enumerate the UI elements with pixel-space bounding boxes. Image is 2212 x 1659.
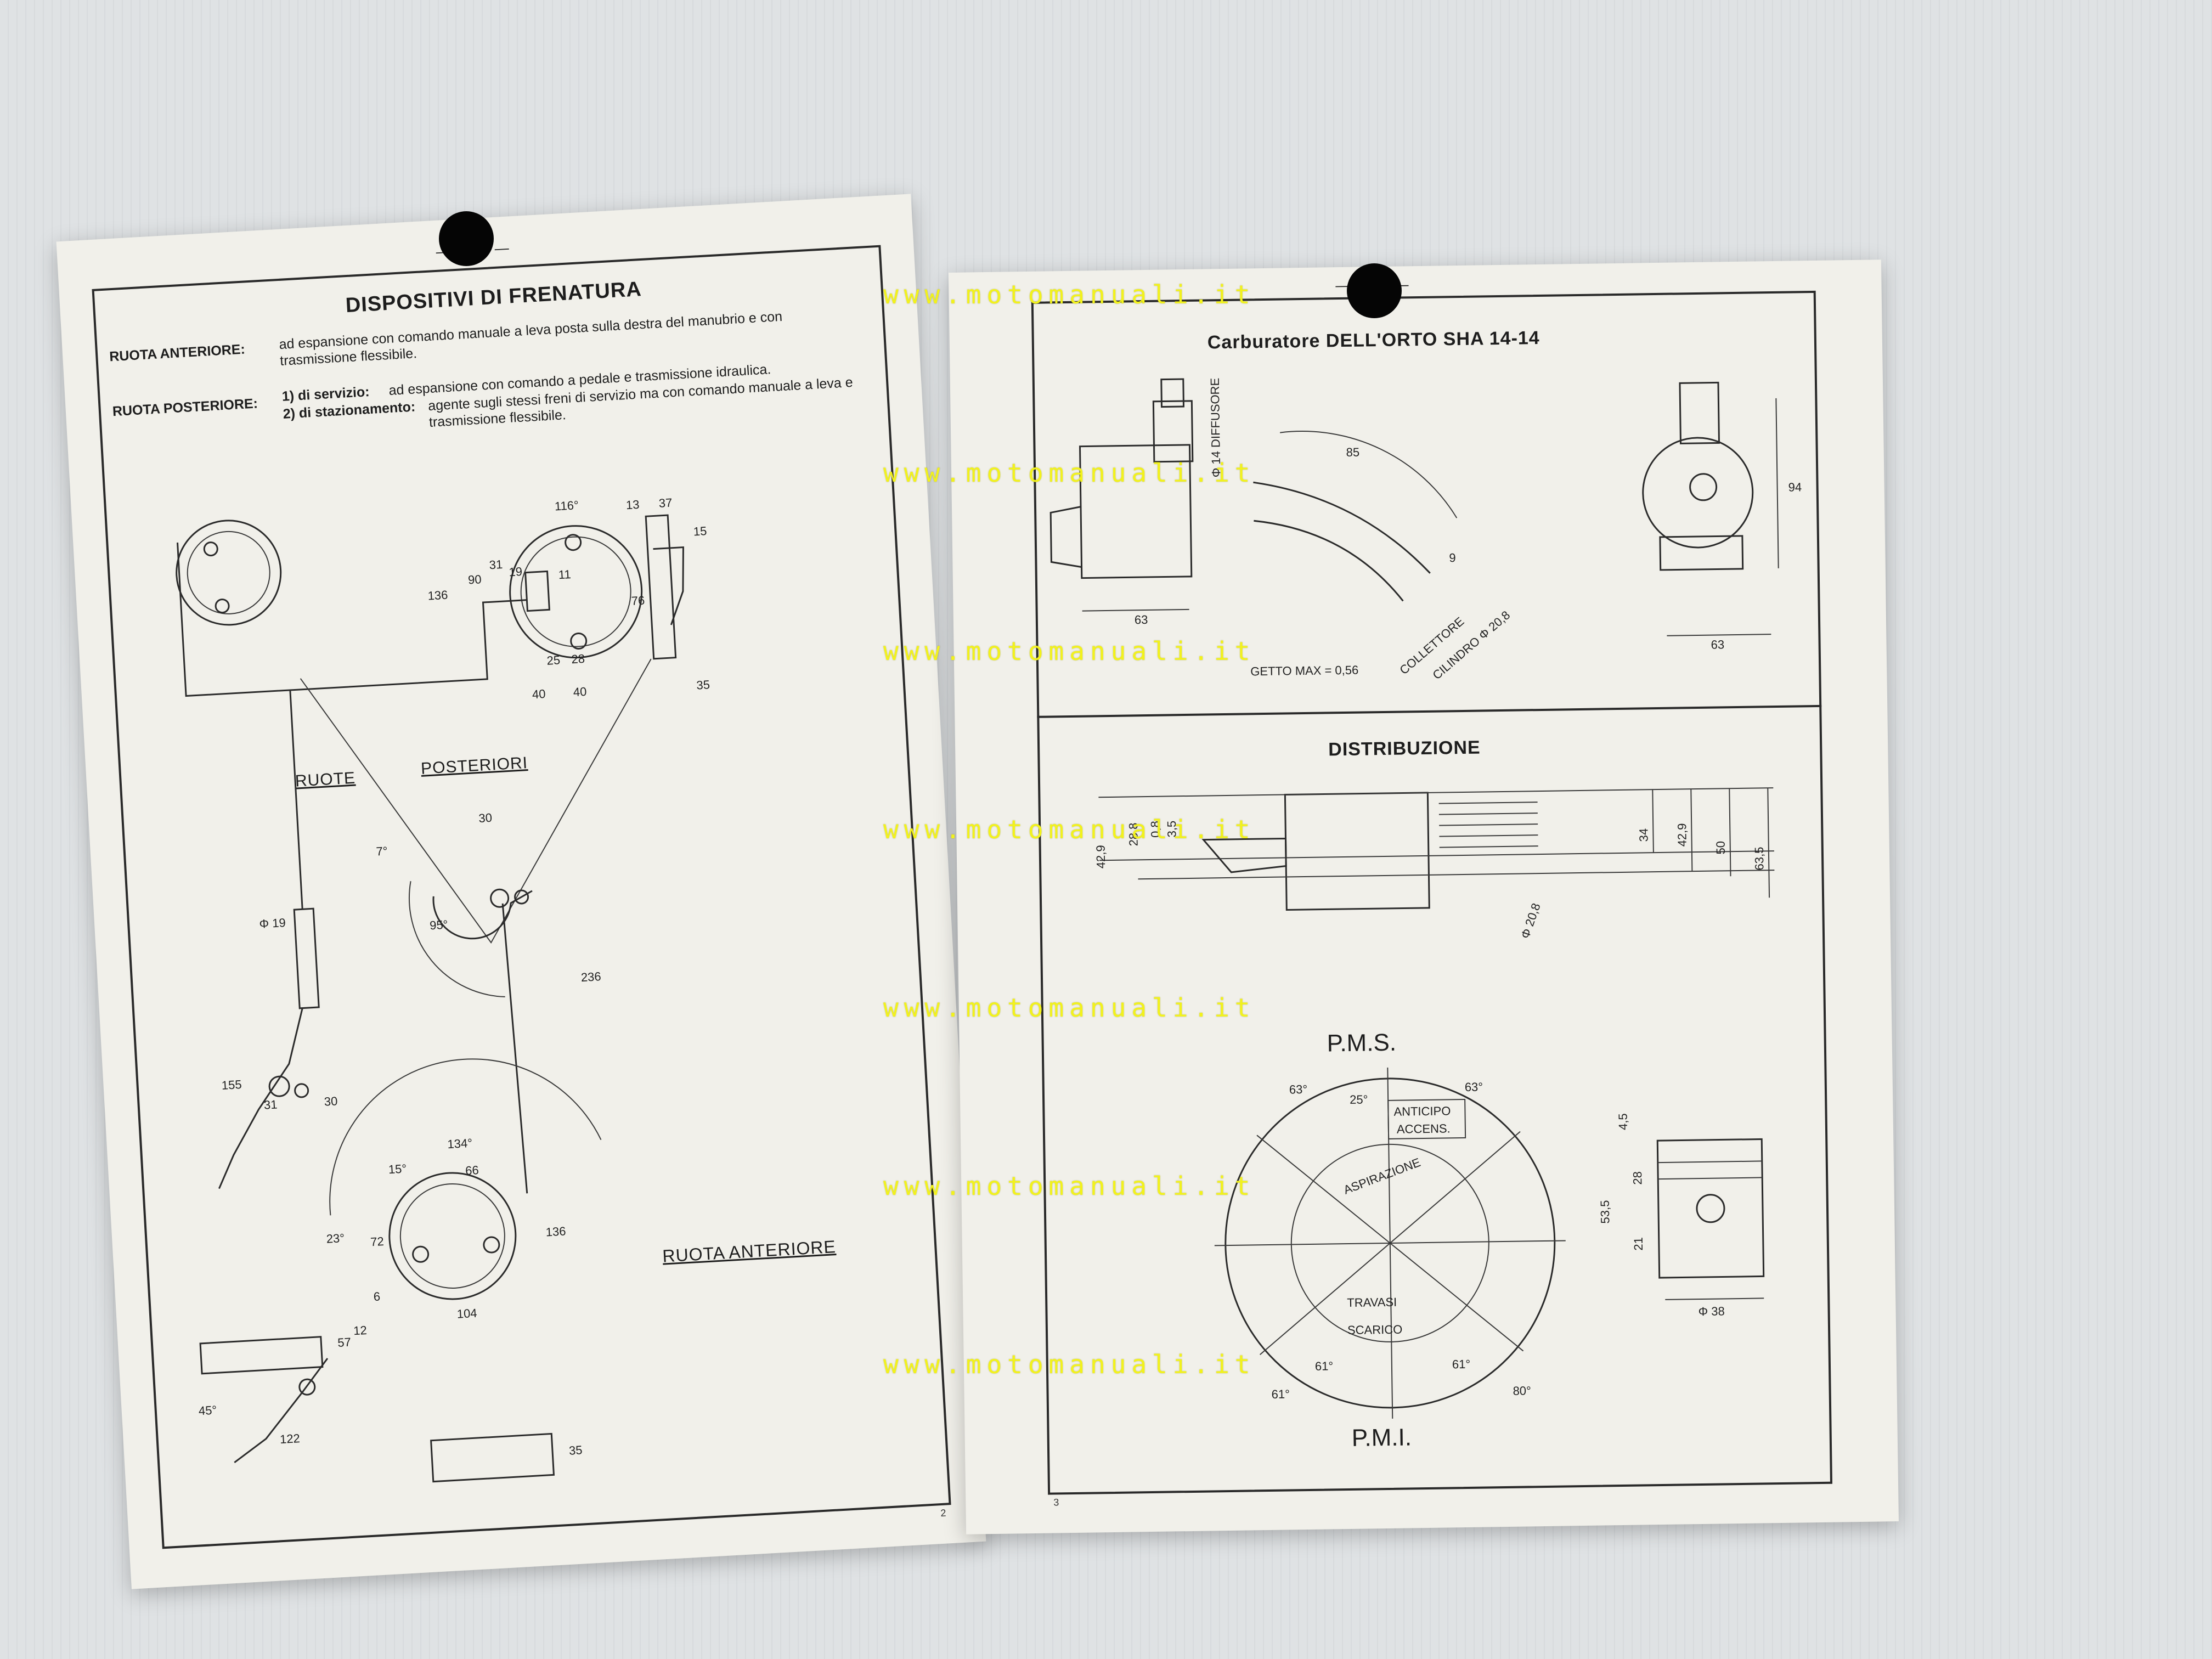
svg-text:Φ 19: Φ 19 [259,916,286,931]
left-page-number: 2 [940,1507,946,1519]
svg-text:57: 57 [337,1335,352,1350]
svg-text:Φ 38: Φ 38 [1698,1304,1724,1318]
svg-text:61°: 61° [1315,1359,1334,1373]
svg-text:23°: 23° [326,1231,345,1246]
svg-text:25: 25 [546,653,561,667]
svg-text:37: 37 [658,496,673,510]
svg-text:53,5: 53,5 [1598,1200,1612,1223]
svg-text:134°: 134° [447,1136,473,1152]
svg-text:42,9: 42,9 [1094,845,1108,868]
svg-text:4,5: 4,5 [1616,1113,1630,1130]
svg-text:15: 15 [693,524,707,538]
svg-text:0,8: 0,8 [1148,821,1162,838]
svg-text:116°: 116° [554,498,579,513]
watermark: www.motomanuali.it [883,815,1256,844]
svg-text:35: 35 [568,1443,583,1457]
svg-text:63: 63 [1711,637,1724,651]
svg-text:ANTICIPO: ANTICIPO [1393,1104,1451,1118]
pmi-label: P.M.I. [1351,1424,1412,1452]
svg-text:GETTO MAX = 0,56: GETTO MAX = 0,56 [1250,663,1358,679]
svg-text:40: 40 [532,687,546,701]
svg-text:155: 155 [221,1077,242,1092]
watermark: www.motomanuali.it [883,993,1256,1023]
svg-text:9: 9 [1449,551,1456,565]
svg-text:50: 50 [1714,841,1728,855]
svg-text:35: 35 [696,678,710,692]
svg-text:136: 136 [427,588,448,603]
svg-text:12: 12 [353,1323,368,1338]
watermark: www.motomanuali.it [883,1350,1256,1379]
svg-text:SCARICO: SCARICO [1347,1323,1403,1337]
svg-text:ACCENS.: ACCENS. [1397,1121,1451,1136]
svg-text:25°: 25° [1350,1092,1368,1106]
svg-text:28: 28 [571,652,585,666]
distribution-drawing: 42,9 28,8 0,8 3,5 34 42,9 50 63,5 Φ 20,8… [1094,787,1775,1419]
svg-text:31: 31 [263,1097,278,1111]
svg-text:61°: 61° [1452,1357,1471,1371]
svg-text:66: 66 [465,1163,479,1177]
svg-text:42,9: 42,9 [1675,823,1689,847]
svg-text:61°: 61° [1271,1387,1290,1401]
svg-text:30: 30 [324,1094,338,1108]
svg-text:80°: 80° [1513,1384,1531,1397]
svg-text:15°: 15° [388,1161,407,1176]
svg-text:63°: 63° [1289,1082,1308,1096]
svg-text:122: 122 [279,1431,300,1446]
svg-text:7°: 7° [376,844,388,858]
svg-text:63,5: 63,5 [1752,847,1767,870]
svg-text:Φ 20,8: Φ 20,8 [1518,901,1543,940]
svg-text:95°: 95° [429,918,448,933]
watermark: www.motomanuali.it [883,1171,1256,1201]
svg-text:28,8: 28,8 [1126,822,1141,846]
right-page: — COM — Carburatore DELL'ORTO SHA 14-14 … [949,259,1899,1534]
svg-text:63: 63 [1135,613,1148,627]
svg-text:45°: 45° [198,1403,217,1418]
svg-text:76: 76 [631,594,645,608]
svg-text:72: 72 [370,1234,385,1249]
svg-text:28: 28 [1630,1171,1644,1185]
pms-label: P.M.S. [1327,1029,1397,1057]
svg-text:11: 11 [558,567,571,582]
svg-text:ASPIRAZIONE: ASPIRAZIONE [1341,1155,1422,1197]
svg-text:104: 104 [456,1306,477,1321]
watermark: www.motomanuali.it [883,458,1256,488]
carb-drawing: 85 63 63 94 9 Φ 14 DIFFUSORE GETTO MAX =… [1049,378,1802,682]
svg-text:21: 21 [1632,1237,1645,1251]
svg-text:90: 90 [467,572,482,586]
svg-text:136: 136 [545,1224,566,1239]
svg-text:236: 236 [580,969,601,984]
svg-text:Φ 14 DIFFUSORE: Φ 14 DIFFUSORE [1208,378,1223,478]
svg-text:TRAVASI: TRAVASI [1347,1295,1397,1310]
svg-text:13: 13 [625,498,640,512]
svg-text:19: 19 [509,565,523,579]
svg-text:30: 30 [478,811,493,825]
svg-text:40: 40 [573,685,587,699]
right-page-number: 3 [1053,1497,1059,1508]
svg-text:94: 94 [1788,480,1802,494]
binder-hole-right [1347,263,1402,318]
brake-drawing: 116° 13 37 15 136 90 31 19 11 76 25 28 4… [176,496,710,1483]
svg-text:85: 85 [1346,445,1359,459]
svg-text:63°: 63° [1465,1080,1483,1094]
svg-text:34: 34 [1637,828,1650,842]
svg-text:6: 6 [373,1290,381,1304]
svg-text:3,5: 3,5 [1165,821,1178,838]
svg-text:31: 31 [489,557,503,572]
binder-hole-left [439,211,494,266]
left-page: — COM — DISPOSITIVI DI FRENATURA RUOTA A… [56,194,986,1589]
watermark: www.motomanuali.it [883,280,1256,309]
watermark: www.motomanuali.it [883,636,1256,666]
